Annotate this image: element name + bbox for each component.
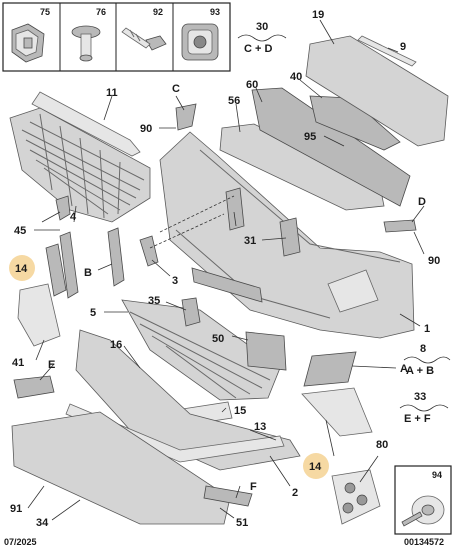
callout-56: 56 (228, 95, 240, 107)
svg-text:14: 14 (15, 263, 28, 275)
formula-33: 33 E + F (399, 391, 449, 425)
callout-90-right: 90 (428, 255, 440, 267)
formula-30: 30 C + D (237, 21, 287, 55)
formula-30-expr: C + D (244, 43, 272, 55)
fastener-label-92: 92 (153, 7, 163, 17)
part-f-bracket (203, 485, 253, 507)
screw-box-label: 94 (432, 470, 442, 480)
callout-40: 40 (290, 71, 302, 83)
screw-92-icon (121, 27, 167, 51)
part-5-lower-grille (121, 299, 281, 401)
callout-14-left: 14 (9, 255, 35, 281)
part-grille (9, 107, 151, 223)
formula-33-expr: E + F (404, 413, 431, 425)
part-41-deflector (17, 283, 61, 347)
fastener-box: 75 76 92 93 (2, 2, 231, 72)
footer-ref: 00134572 (404, 537, 444, 547)
part-60-absorber (251, 87, 411, 207)
part-34-undertray (11, 411, 231, 525)
callout-19: 19 (312, 9, 324, 21)
callout-5: 5 (90, 307, 96, 319)
rivet-76-icon (71, 25, 101, 62)
part-2-lower-bumper (75, 329, 301, 471)
part-3-trim (139, 235, 159, 267)
part-56-beam (219, 123, 385, 211)
screw-94-icon (401, 495, 445, 527)
part-14-side-trim (45, 243, 67, 297)
callout-15: 15 (234, 405, 246, 417)
fastener-label-76: 76 (96, 7, 106, 17)
callout-80: 80 (376, 439, 388, 451)
part-80-fastener-bag (331, 469, 381, 525)
formula-8: 8 A + B (403, 343, 451, 377)
callout-3: 3 (172, 275, 178, 287)
callout-a: A (400, 363, 408, 375)
callout-c: C (172, 83, 180, 95)
callout-9: 9 (400, 41, 406, 53)
fastener-label-93: 93 (210, 7, 220, 17)
screw-box: 94 (394, 465, 452, 535)
callout-e: E (48, 359, 55, 371)
callout-b: B (84, 267, 92, 279)
part-14-corner-insert (301, 387, 373, 437)
part-b-trim (107, 227, 125, 287)
callout-16: 16 (110, 339, 122, 351)
part-50-upper-trim (191, 267, 263, 303)
formula-30-number: 30 (256, 21, 268, 33)
part-a-insert (303, 351, 357, 387)
callout-31: 31 (244, 235, 256, 247)
part-d-bracket (383, 219, 417, 233)
callout-1: 1 (424, 323, 430, 335)
callout-41: 41 (12, 357, 24, 369)
part-31-bracket-left (225, 187, 245, 231)
part-50-lower-trim (245, 331, 287, 371)
formula-33-number: 33 (414, 391, 426, 403)
callout-4: 4 (70, 211, 77, 223)
callout-14-right: 14 (303, 453, 329, 479)
part-35-bracket (181, 297, 201, 327)
part-c-bracket (175, 103, 197, 131)
footer-date: 07/2025 (4, 537, 37, 547)
part-9-rod (357, 35, 417, 67)
part-31-bracket (279, 217, 301, 257)
callout-d: D (418, 196, 426, 208)
callout-50: 50 (212, 333, 224, 345)
callout-2: 2 (292, 487, 298, 499)
part-45-bracket (55, 195, 71, 221)
callout-51: 51 (236, 517, 248, 529)
callout-11: 11 (106, 87, 118, 99)
clip-75-icon (11, 23, 45, 63)
callout-f: F (250, 481, 257, 493)
part-e-bracket (13, 375, 55, 399)
part-13-lip (65, 403, 285, 463)
formula-8-expr: A + B (406, 365, 434, 377)
callout-60: 60 (246, 79, 258, 91)
svg-text:14: 14 (309, 461, 322, 473)
formula-8-number: 8 (420, 343, 426, 355)
nutclip-93-icon (181, 23, 219, 61)
callout-45: 45 (14, 225, 26, 237)
fastener-label-75: 75 (40, 7, 50, 17)
part-4-trim (59, 231, 79, 299)
callout-91: 91 (10, 503, 22, 515)
leader-lines (27, 19, 425, 521)
callout-labels: 11 C 90 56 60 40 19 9 95 D 90 31 1 A 50 … (10, 9, 440, 529)
callout-13: 13 (254, 421, 266, 433)
part-11-chrome-strip (31, 91, 141, 157)
callout-35: 35 (148, 295, 160, 307)
callout-34: 34 (36, 517, 49, 529)
callout-90-left: 90 (140, 123, 152, 135)
callout-95: 95 (304, 131, 316, 143)
part-19-shutter (305, 35, 449, 147)
